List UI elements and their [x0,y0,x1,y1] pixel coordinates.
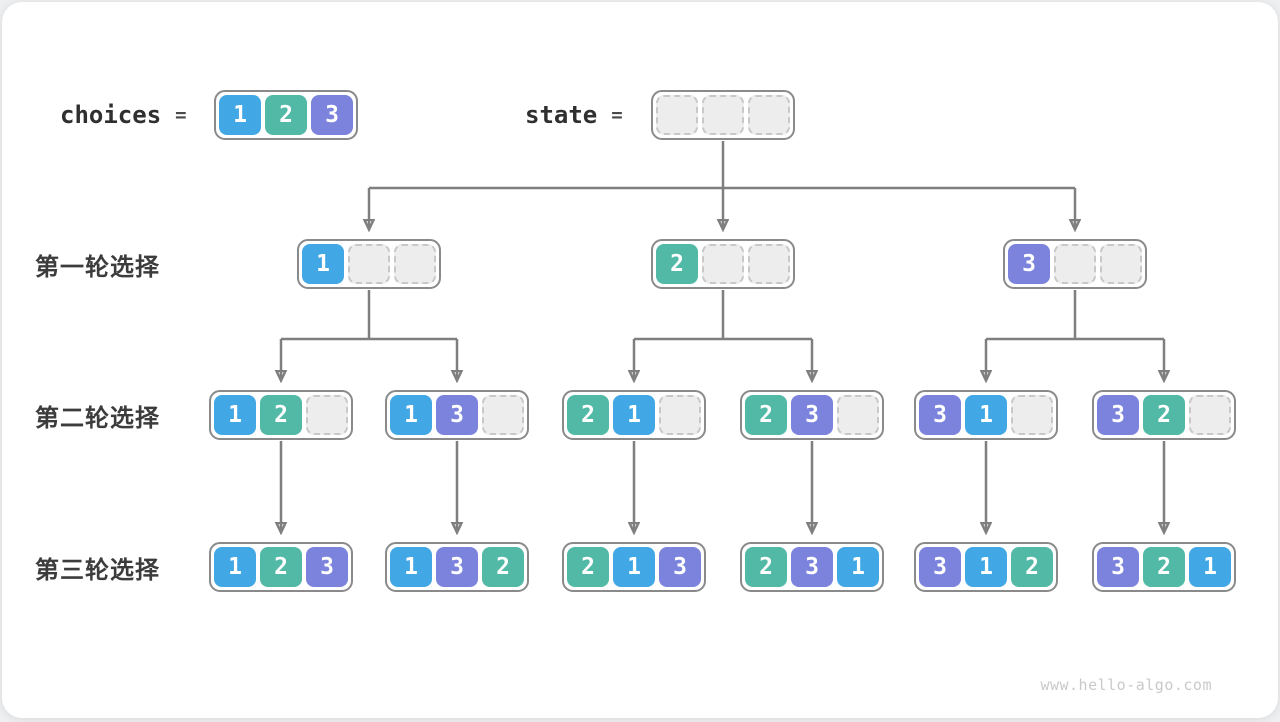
state-cell-3: 3 [436,395,478,435]
state-cell-1: 1 [390,547,432,587]
state-cell-2: 2 [260,395,302,435]
state-cell-2: 2 [656,244,698,284]
state-cell-empty [1054,244,1096,284]
state-cell-1: 1 [302,244,344,284]
state-cell-2: 2 [482,547,524,587]
state-cell-2: 2 [745,395,787,435]
state-cell-3: 3 [791,547,833,587]
state-cell-3: 3 [791,395,833,435]
state-cell-2: 2 [260,547,302,587]
state-cell-2: 2 [1143,547,1185,587]
state-cell-2: 2 [567,547,609,587]
round1-box-3: 3 [1003,239,1147,289]
edges-root-to-round1 [369,141,1075,228]
state-cell-2: 2 [1143,395,1185,435]
state-cell-1: 1 [965,395,1007,435]
round1-box-2: 2 [651,239,795,289]
state-cell-1: 1 [214,547,256,587]
round2-label: 第二轮选择 [35,404,160,432]
state-cell-1: 1 [1189,547,1231,587]
state-cell-3: 3 [1097,395,1139,435]
state-cell-3: 3 [919,395,961,435]
edges-round1-to-round2 [281,290,1164,379]
state-cell-empty [702,244,744,284]
state-cell-3: 3 [659,547,701,587]
state-cell-1: 1 [613,547,655,587]
state-label: state [525,101,598,129]
state-cell-empty [748,244,790,284]
state-cell-3: 3 [306,547,348,587]
state-cell-empty [1100,244,1142,284]
state-cell-1: 1 [219,95,261,135]
state-cell-1: 1 [965,547,1007,587]
state-cell-empty [748,95,790,135]
state-cell-empty [1011,395,1053,435]
state-cell-3: 3 [436,547,478,587]
state-cell-2: 2 [265,95,307,135]
choices-label-group: choices = [60,90,187,140]
state-cell-empty [1189,395,1231,435]
state-cell-3: 3 [1097,547,1139,587]
state-cell-empty [656,95,698,135]
watermark: www.hello-algo.com [1040,676,1212,694]
state-cell-3: 3 [919,547,961,587]
state-cell-3: 3 [1008,244,1050,284]
state-cell-3: 3 [311,95,353,135]
state-cell-1: 1 [613,395,655,435]
state-cell-2: 2 [745,547,787,587]
round1-box-1: 1 [297,239,441,289]
edges-round2-to-round3 [281,441,1164,531]
state-cell-empty [394,244,436,284]
state-cell-empty [702,95,744,135]
state-cell-empty [306,395,348,435]
state-label-group: state = [525,90,623,140]
state-cell-1: 1 [837,547,879,587]
round3-label: 第三轮选择 [35,556,160,584]
state-cell-1: 1 [214,395,256,435]
state-cell-empty [482,395,524,435]
state-cell-empty [348,244,390,284]
choices-equals-sign: = [175,104,187,126]
choices-label: choices [60,101,162,129]
round1-label: 第一轮选择 [35,253,160,281]
state-cell-1: 1 [390,395,432,435]
state-cell-2: 2 [1011,547,1053,587]
state-equals-sign: = [611,104,623,126]
state-cell-2: 2 [567,395,609,435]
state-box [651,90,795,140]
state-cell-empty [659,395,701,435]
state-cell-empty [837,395,879,435]
